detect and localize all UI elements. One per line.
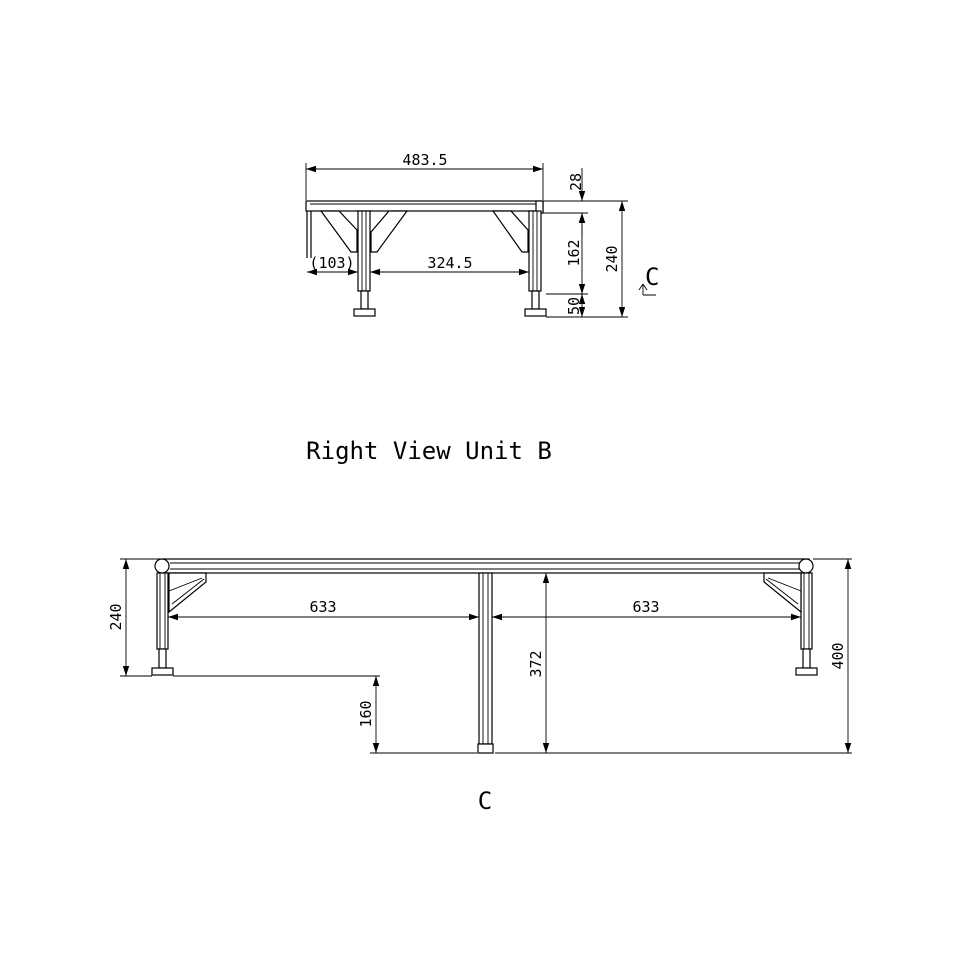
dim-step: 160 [357,700,375,727]
leg-right [800,572,813,650]
dim-span-left: 633 [309,598,336,616]
foot-pad-bottom-right [795,667,818,676]
dim-frame-height: 162 [565,239,583,266]
leg-left [156,572,169,650]
corner-joint-left [154,558,170,574]
adjuster-screw-right [531,290,540,310]
dim-center-leg-height: 372 [527,650,545,677]
top-leg-right [528,210,542,292]
dim-inner-span: 324.5 [427,254,472,272]
top-leg-left [357,210,371,292]
dim-bottom-height-right: 400 [829,642,847,669]
brace-left [168,572,207,614]
section-label: C [478,787,492,815]
center-leg-foot [477,743,494,754]
dim-overall-width: 483.5 [402,151,447,169]
bottom-view-drawing [151,558,818,754]
dim-adjuster-height: 50 [565,297,583,315]
top-view-drawing [305,200,547,317]
dim-bottom-height-left: 240 [107,603,125,630]
adjuster-screw-left [360,290,369,310]
dim-span-right: 633 [632,598,659,616]
brace-right [763,572,802,614]
section-marker-c: C [645,263,659,291]
view-title: Right View Unit B [306,437,552,465]
top-view-dimensions: 483.5 28 162 50 240 (103) 324.5 C [305,151,659,318]
bottom-view-dimensions: 240 633 633 372 160 400 [107,558,852,754]
brace-left-outer [319,210,358,253]
deck-board [305,200,544,212]
corner-joint-right [798,558,814,574]
brace-right [491,210,529,253]
center-leg [478,572,493,745]
foot-pad-left [353,308,376,317]
dim-top-thickness: 28 [567,173,585,191]
foot-pad-bottom-left [151,667,174,676]
top-rail [162,558,810,574]
adjuster-screw-bottom-left [158,648,167,669]
brace-left-inner [370,210,409,253]
foot-pad-right [524,308,547,317]
dim-total-height: 240 [603,245,621,272]
dim-offset: (103) [309,254,354,272]
adjuster-screw-bottom-right [802,648,811,669]
